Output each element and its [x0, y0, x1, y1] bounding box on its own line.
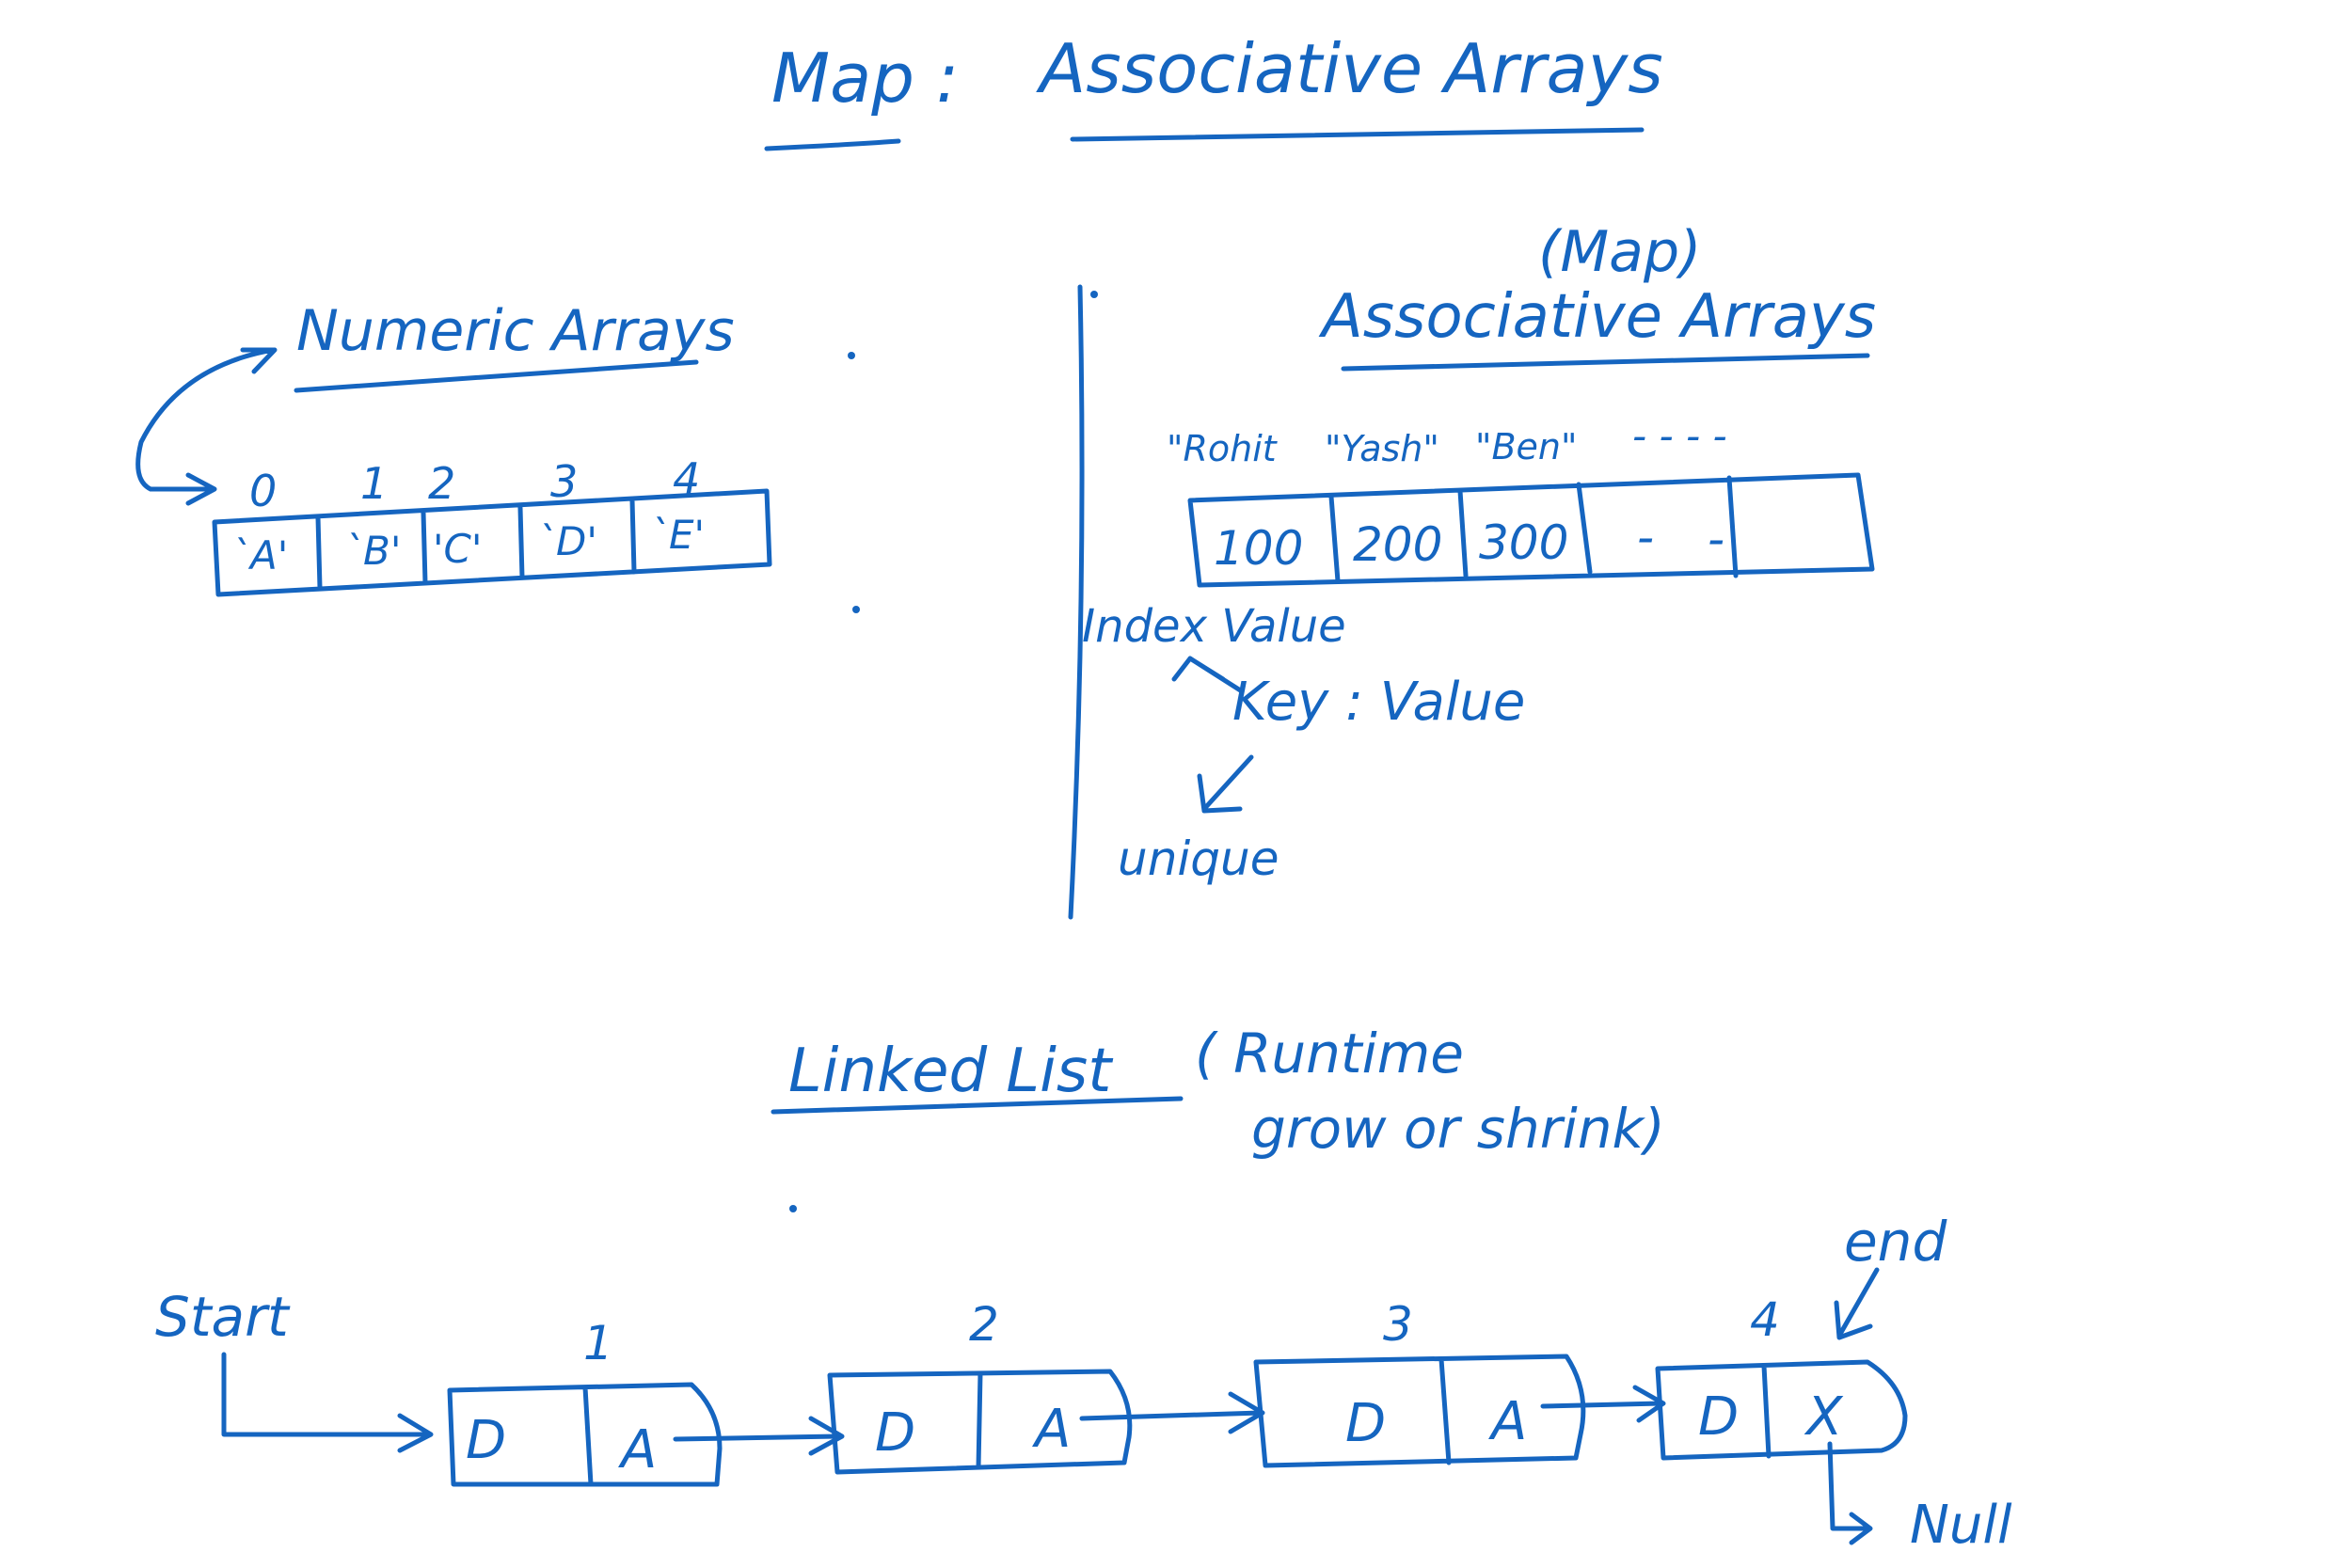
list-node: 3 D A: [1253, 1297, 1586, 1468]
link-arrow: [1540, 1385, 1666, 1423]
title-map: Map :: [771, 39, 959, 118]
node-index: 1: [583, 1316, 613, 1370]
runtime-note-line1: ( Runtime: [1195, 1022, 1464, 1085]
null-arrow: [1827, 1441, 1873, 1545]
node-box: [827, 1369, 1133, 1475]
numeric-index-1: 1: [360, 458, 388, 509]
numeric-curved-arrow: [135, 347, 278, 506]
assoc-key-ben: "Ben": [1475, 426, 1578, 467]
stray-dot: [848, 352, 855, 359]
numeric-arrays-title: Numeric Arrays: [296, 298, 735, 364]
numeric-cell-d: `D': [536, 518, 597, 564]
linked-list-underline: [771, 1096, 1184, 1115]
node-address: A: [618, 1419, 657, 1481]
node-box: [447, 1382, 723, 1487]
assoc-title-underline: [1341, 353, 1870, 372]
list-node: 1 D A: [447, 1316, 723, 1487]
unique-arrow: [1197, 754, 1254, 814]
assoc-cell-100: 100: [1214, 521, 1303, 576]
numeric-cell-a: `A': [230, 532, 288, 578]
assoc-array-box: [1187, 472, 1875, 588]
node-address: A: [1488, 1391, 1527, 1452]
start-arrow: [221, 1352, 434, 1453]
assoc-cell-200: 200: [1353, 517, 1442, 572]
numeric-index-2: 2: [428, 458, 455, 509]
node-index: 4: [1750, 1292, 1780, 1347]
assoc-key-yash: "Yash": [1325, 428, 1439, 469]
list-node: 2 D A: [827, 1297, 1133, 1475]
link-arrow: [1079, 1391, 1265, 1434]
node-box: [1253, 1354, 1586, 1468]
numeric-index-0: 0: [249, 466, 277, 516]
section-divider: [1068, 284, 1085, 920]
assoc-cell-dash-2: -: [1708, 512, 1724, 566]
index-arrow: [1171, 656, 1245, 694]
numeric-arrays-section: Numeric Arrays 0 1 2 3 4 `A' `B' 'C' `D'…: [135, 298, 860, 613]
numeric-cell-b: `B': [343, 528, 401, 574]
assoc-arrays-title: Associative Arrays: [1318, 282, 1876, 352]
list-node: 4 D X: [1655, 1292, 1908, 1461]
node-data: D: [466, 1410, 506, 1471]
linked-list-title: Linked List: [788, 1037, 1114, 1106]
assoc-key-rohit: "Rohit: [1167, 428, 1279, 469]
node-address: A: [1032, 1399, 1071, 1460]
numeric-array-box: [212, 488, 772, 597]
start-label: Start: [155, 1285, 291, 1349]
assoc-cell-dash-1: -: [1637, 510, 1654, 564]
assoc-cell-300: 300: [1479, 515, 1568, 570]
numeric-cell-c: 'C': [433, 526, 482, 572]
unique-label: unique: [1118, 832, 1279, 886]
title-associative-arrays: Associative Arrays: [1036, 29, 1663, 108]
node-data: D: [875, 1402, 915, 1464]
numeric-title-underline: [294, 359, 699, 393]
link-arrow: [673, 1416, 845, 1456]
title-map-underline: [764, 138, 901, 151]
associative-arrays-section: (Map) Associative Arrays "Rohit "Yash" "…: [1082, 219, 1876, 886]
stray-dot: [789, 1205, 797, 1212]
null-label: Null: [1910, 1495, 2012, 1556]
assoc-map-label: (Map): [1538, 219, 1701, 285]
key-value-label: Key : Value: [1232, 672, 1525, 733]
stray-dot: [852, 606, 860, 613]
node-index: 2: [969, 1297, 999, 1352]
node-address: X: [1804, 1386, 1844, 1448]
node-box: [1655, 1359, 1908, 1461]
end-arrow: [1834, 1267, 1880, 1340]
assoc-key-ellipsis: - - - -: [1632, 413, 1727, 459]
page-title: Map : Associative Arrays: [764, 29, 1663, 151]
numeric-index-3: 3: [550, 456, 578, 507]
index-value-label: Index Value: [1082, 600, 1346, 653]
numeric-cell-e: `E': [649, 512, 705, 558]
stray-dot: [1090, 291, 1098, 298]
node-data: D: [1698, 1386, 1739, 1448]
end-label: end: [1844, 1210, 1947, 1274]
runtime-note-line2: grow or shrink): [1251, 1097, 1665, 1161]
node-data: D: [1345, 1393, 1386, 1454]
linked-list-section: Linked List ( Runtime grow or shrink) St…: [155, 1022, 2012, 1556]
node-index: 3: [1383, 1297, 1413, 1352]
title-assoc-underline: [1070, 127, 1645, 142]
